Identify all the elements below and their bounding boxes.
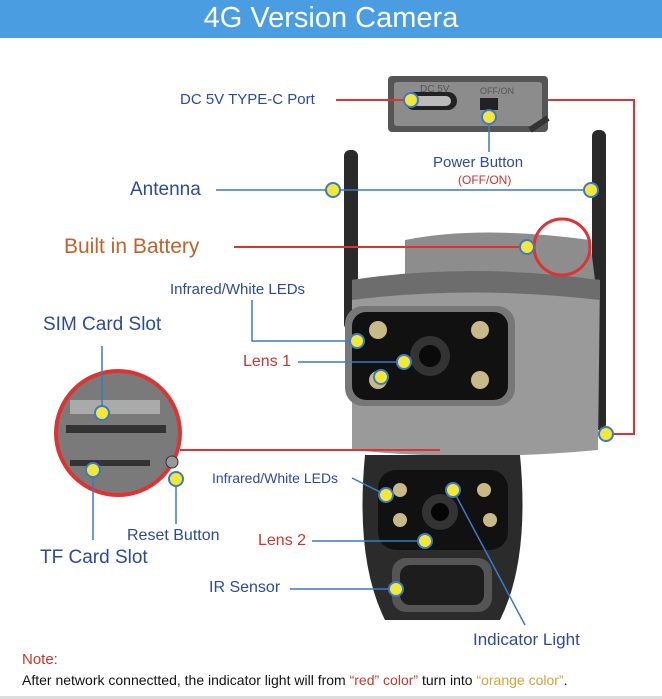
leds-top-label: Infrared/White LEDs: [170, 281, 306, 298]
sim-slot-label: SIM Card Slot: [43, 314, 162, 335]
page-title: 4G Version Camera: [0, 0, 662, 38]
upper-body: [345, 232, 600, 456]
note-middle: turn into: [418, 672, 477, 688]
lower-ball: [362, 455, 523, 620]
onoff-print: OFF/ON: [480, 86, 514, 96]
note-prefix: After network connectted, the indicator …: [22, 672, 350, 688]
note-red: “red” color”: [349, 672, 419, 688]
dc-5v-print: DC 5V: [420, 84, 450, 95]
port-panel: DC 5V OFF/ON: [388, 76, 550, 133]
antenna-label: Antenna: [130, 179, 201, 200]
note-text: After network connectted, the indicator …: [22, 672, 567, 688]
note-suffix: .: [563, 672, 568, 688]
lens2-label: Lens 2: [258, 532, 307, 549]
tf-slot-label: TF Card Slot: [40, 547, 148, 568]
power-button-sublabel: (OFF/ON): [458, 173, 512, 187]
reset-button-label: Reset Button: [127, 527, 220, 544]
leds-bottom-label: Infrared/White LEDs: [212, 470, 339, 486]
note-heading: Note:: [22, 651, 58, 668]
red-connectors: [180, 99, 635, 451]
bottom-divider: [0, 696, 662, 699]
lens1-label: Lens 1: [243, 353, 292, 370]
marker-dots: [85, 92, 614, 597]
power-button-label: Power Button: [433, 154, 524, 171]
note-orange: “orange color”: [476, 672, 564, 688]
ir-sensor-label: IR Sensor: [209, 579, 281, 596]
battery-label: Built in Battery: [64, 235, 200, 258]
typec-port-label: DC 5V TYPE-C Port: [180, 91, 315, 108]
indicator-light-label: Indicator Light: [473, 630, 580, 649]
sim-tf-inset: [54, 369, 182, 497]
blue-connectors: [92, 117, 591, 626]
